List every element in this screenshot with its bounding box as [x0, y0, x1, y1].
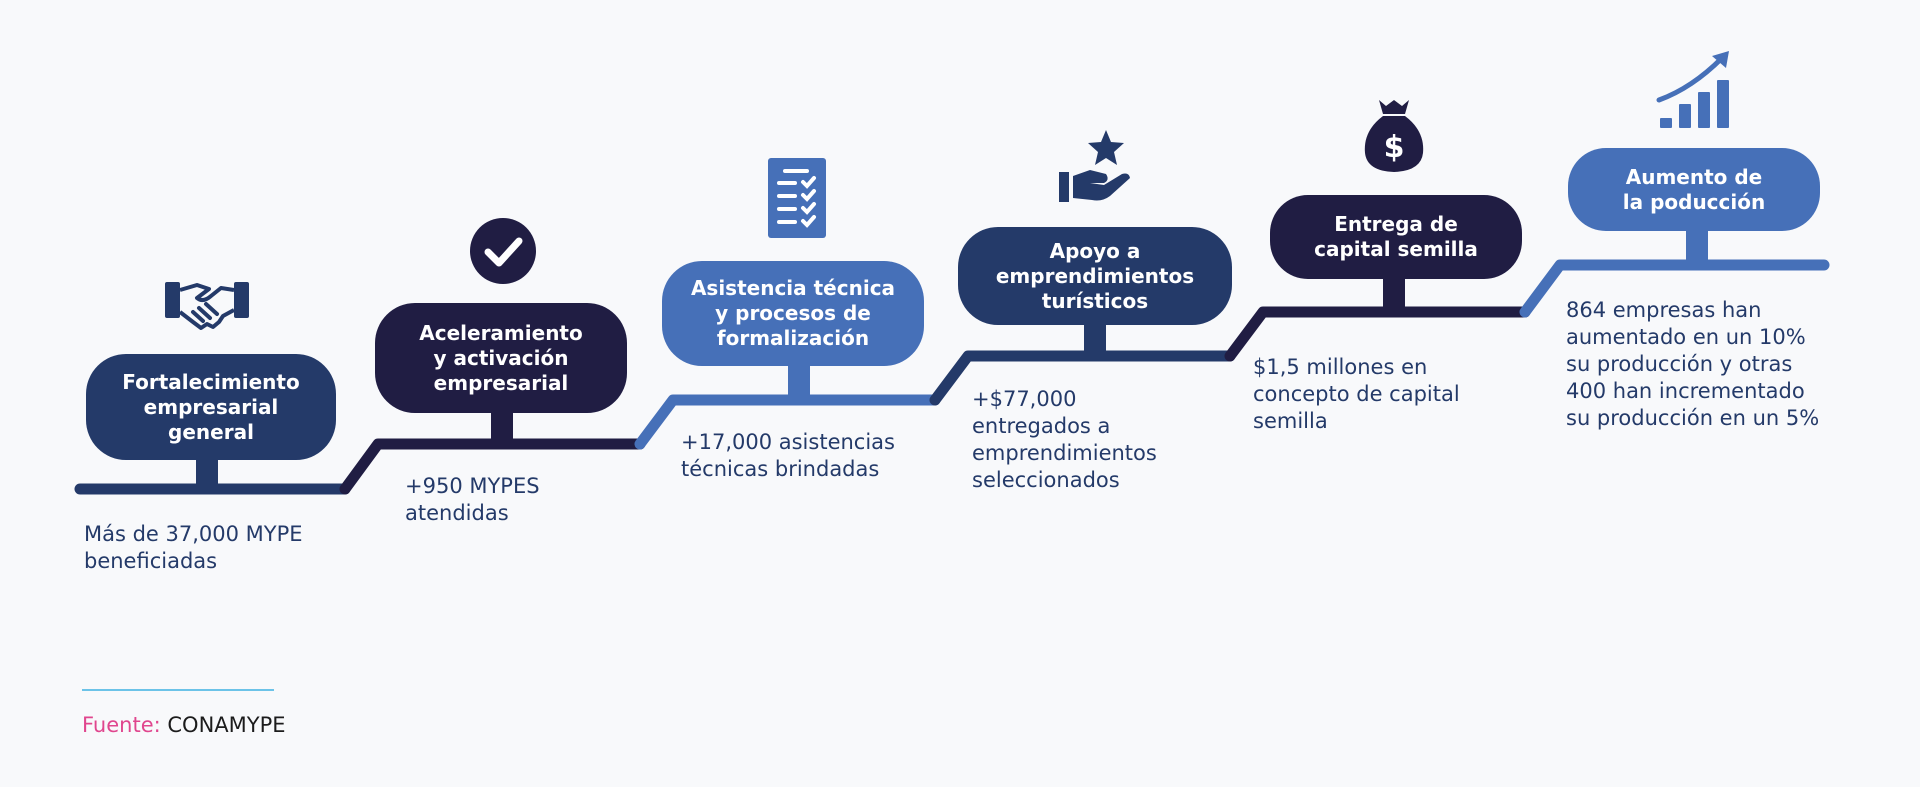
stair-segment-5 — [1224, 306, 1531, 362]
step-6-description: 864 empresas han aumentado en un 10% su … — [1566, 298, 1820, 430]
money-bag-icon: $ — [1364, 100, 1424, 172]
source-divider — [82, 689, 274, 691]
pill-stem-1 — [196, 455, 218, 485]
step-3-description: +17,000 asistencias técnicas brindadas — [681, 430, 895, 481]
step-4-title: Apoyo a emprendimientos turísticos — [958, 227, 1232, 325]
source-value: CONAMYPE — [167, 713, 286, 737]
checklist-icon — [768, 158, 826, 238]
step-5-title: Entrega de capital semilla — [1270, 195, 1522, 279]
check-circle-icon — [470, 218, 536, 284]
pill-stem-6 — [1686, 229, 1708, 261]
growth-chart-icon — [1656, 51, 1729, 128]
stair-segment-2 — [339, 438, 646, 495]
step-2-title: Aceleramiento y activación empresarial — [375, 303, 627, 413]
svg-text:$: $ — [1384, 130, 1405, 165]
step-5-description: $1,5 millones en concepto de capital sem… — [1253, 355, 1460, 433]
pill-stem-4 — [1084, 322, 1106, 360]
step-6-title: Aumento de la poducción — [1568, 148, 1820, 231]
step-2-description: +950 MYPES atendidas — [405, 474, 540, 525]
pill-stem-5 — [1383, 277, 1405, 308]
handshake-icon — [165, 282, 249, 330]
stair-segment-3 — [634, 394, 941, 450]
source-label: Fuente: — [82, 713, 161, 737]
pill-stem-2 — [491, 410, 513, 440]
step-1-title: Fortalecimiento empresarial general — [86, 354, 336, 460]
step-1-description: Más de 37,000 MYPE beneficiadas — [84, 522, 303, 573]
source-note: Fuente: CONAMYPE — [82, 711, 286, 739]
step-4-description: +$77,000 entregados a emprendimientos se… — [972, 387, 1157, 492]
hand-star-icon — [1059, 130, 1130, 202]
pill-stem-3 — [788, 363, 810, 396]
stair-segment-6 — [1519, 259, 1830, 318]
stair-segment-4 — [929, 350, 1236, 406]
step-3-title: Asistencia técnica y procesos de formali… — [662, 261, 924, 366]
